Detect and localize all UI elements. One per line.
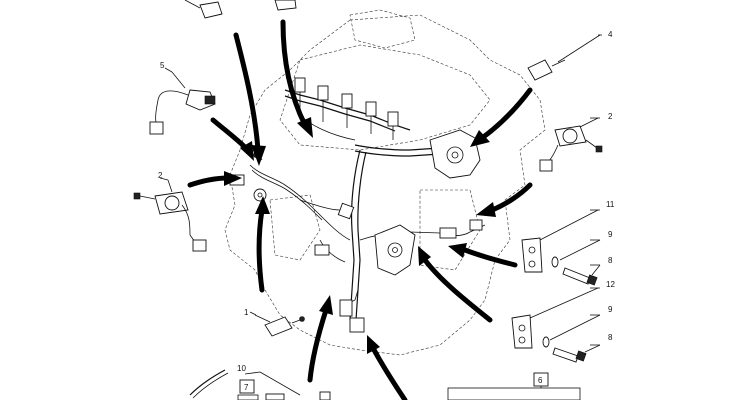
part-2-left-sensor — [133, 179, 207, 252]
callout-7-box — [239, 379, 255, 394]
bracket-assembly-lower — [511, 287, 601, 363]
callout-9-lower: 9 — [608, 305, 613, 314]
callout-5: 5 — [160, 61, 165, 70]
callout-6: 6 — [538, 376, 543, 385]
part-5-sensor — [149, 71, 216, 135]
callout-4: 4 — [608, 30, 613, 39]
top-partial-parts — [184, 0, 297, 19]
part-10-cable — [189, 369, 301, 399]
injector-connectors — [284, 77, 411, 141]
harness-components — [229, 129, 483, 333]
bracket-assembly-upper — [521, 209, 601, 286]
callout-12: 12 — [606, 280, 615, 289]
callout-9-upper: 9 — [608, 230, 613, 239]
part-7-frame — [237, 394, 259, 400]
part-2-right-sensor — [539, 117, 603, 172]
callout-8-upper: 8 — [608, 256, 613, 265]
part-1-switch — [254, 314, 305, 337]
callout-leaders — [159, 34, 602, 375]
bottom-small-parts — [265, 391, 331, 400]
part-4-sensor — [527, 34, 601, 81]
callout-11: 11 — [606, 200, 615, 209]
direction-arrows — [187, 19, 533, 400]
part-6-frame — [447, 387, 581, 400]
callout-10: 10 — [237, 364, 246, 373]
callout-2-right: 2 — [608, 112, 613, 121]
callout-2-left: 2 — [158, 171, 163, 180]
callout-1: 1 — [244, 308, 249, 317]
callout-7: 7 — [244, 383, 249, 392]
callout-8-lower: 8 — [608, 333, 613, 342]
